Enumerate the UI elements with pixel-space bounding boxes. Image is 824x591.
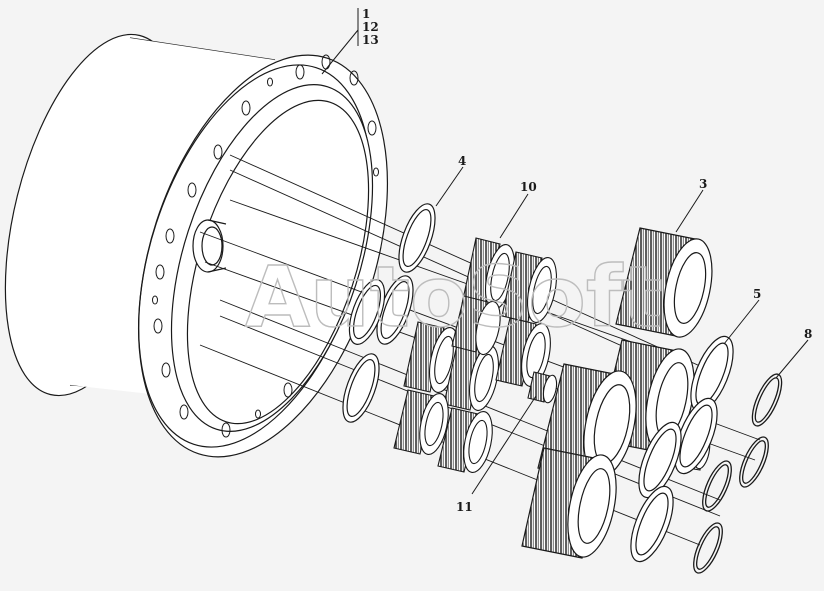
leader-lines: [321, 8, 809, 495]
needle-bearing: [437, 407, 493, 473]
callout-4: 4: [458, 154, 466, 168]
thrust-washers-near-housing: [342, 203, 436, 423]
needle-bearing: [451, 295, 501, 356]
retaining-ring: [702, 460, 732, 512]
thrust-washers: [630, 335, 734, 563]
retaining-ring: [739, 436, 769, 488]
housing: [4, 33, 389, 458]
washer: [376, 275, 414, 345]
retaining-ring: [693, 522, 723, 574]
needle-bearings: [393, 237, 558, 473]
watermark-text: AutoSoft: [245, 248, 663, 346]
needle-bearing: [501, 251, 557, 323]
sun-gear: [527, 371, 558, 404]
callout-labels: 1 12 13 4 10 3 5 8 11: [362, 7, 812, 514]
callout-3: 3: [699, 177, 707, 191]
callout-8: 8: [804, 327, 812, 341]
callout-10: 10: [520, 180, 537, 194]
planet-gear: [615, 227, 713, 338]
washer: [638, 421, 682, 499]
callout-13: 13: [362, 33, 379, 47]
washer: [674, 397, 718, 475]
callout-11: 11: [456, 500, 473, 514]
callout-1: 1: [362, 7, 370, 21]
callout-5: 5: [753, 287, 761, 301]
washer: [342, 353, 380, 423]
planet-gear: [521, 447, 617, 559]
retaining-ring: [751, 373, 783, 427]
needle-bearing: [495, 317, 551, 387]
needle-bearing: [443, 339, 499, 411]
needle-bearing: [393, 389, 449, 455]
planet-gears: [521, 227, 713, 559]
washer: [348, 279, 386, 345]
washer: [630, 485, 674, 563]
retaining-rings: [693, 373, 783, 574]
callout-12: 12: [362, 20, 379, 34]
washer: [398, 203, 436, 273]
